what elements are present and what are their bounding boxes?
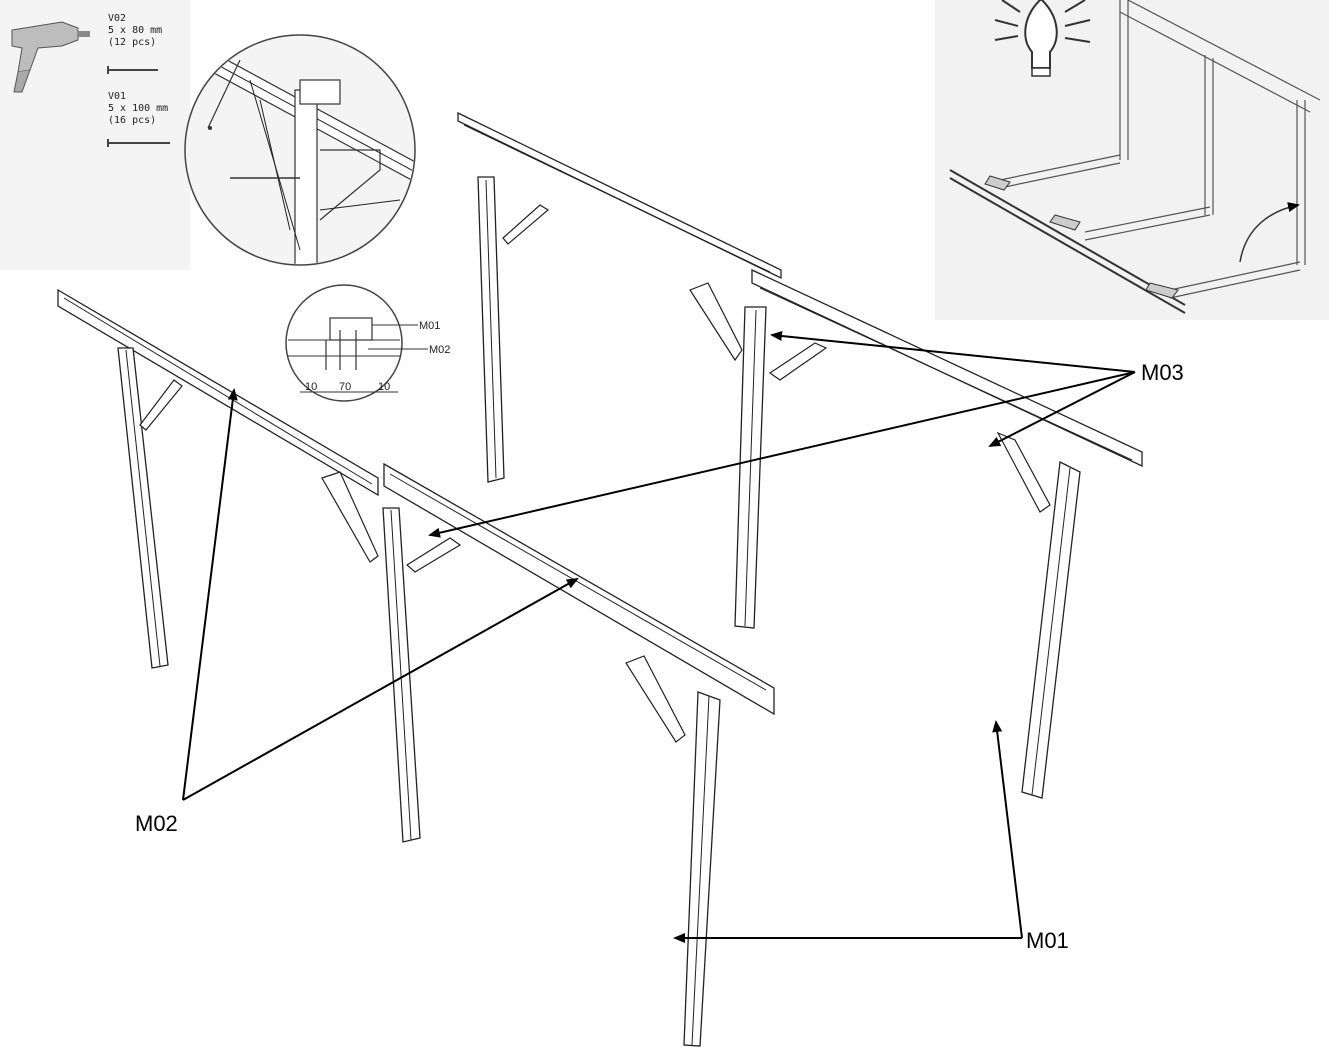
post-left — [117, 347, 169, 669]
joint-detail-circle — [184, 34, 416, 266]
brace-left — [139, 379, 183, 431]
post-back-left — [477, 176, 505, 483]
lightbulb-icon — [994, 0, 1091, 77]
detail-label-m02: M02 — [429, 344, 450, 356]
screw-size-v01: 5 x 100 mm — [108, 103, 168, 114]
beam-back-m02 — [457, 111, 782, 280]
screw-qty-v01: (16 pcs) — [108, 115, 156, 126]
dimension-detail-circle: M01 M02 10 70 10 — [285, 284, 450, 402]
dimension-middle: 70 — [339, 381, 351, 393]
tip-panel — [935, 0, 1329, 320]
post-middle — [382, 507, 421, 843]
leaders-m01 — [673, 720, 1023, 943]
label-m02: M02 — [135, 811, 178, 836]
brace-far-right — [996, 431, 1051, 513]
screw-icon — [107, 139, 170, 147]
post-far-right — [1021, 461, 1081, 799]
dimension-right: 10 — [378, 381, 390, 393]
detail-label-m01: M01 — [419, 320, 440, 332]
leaders-m03 — [428, 331, 1136, 538]
screw-code-v02: V02 — [108, 13, 126, 24]
brace-back-right-a — [689, 282, 743, 362]
label-m03: M03 — [1141, 360, 1184, 385]
brace-back-left — [502, 204, 550, 245]
leaders-m02 — [182, 388, 579, 801]
inset-assembly — [949, 0, 1321, 314]
post-front — [683, 691, 721, 1047]
beam-left-m02 — [57, 288, 379, 497]
post-back-right — [734, 306, 767, 629]
screw-qty-v02: (12 pcs) — [108, 37, 156, 48]
beam-right-m02 — [751, 268, 1143, 468]
screw-size-v02: 5 x 80 mm — [108, 25, 162, 36]
brace-middle-b — [405, 537, 462, 573]
dimension-left: 10 — [305, 381, 317, 393]
brace-front — [625, 655, 686, 743]
drill-icon — [11, 21, 90, 93]
screw-icon — [107, 66, 158, 74]
screw-panel: V02 5 x 80 mm (12 pcs) V01 5 x 100 mm (1… — [0, 0, 190, 270]
screw-code-v01: V01 — [108, 91, 126, 102]
brace-back-right-b — [768, 342, 828, 381]
label-m01: M01 — [1026, 928, 1069, 953]
brace-middle-a — [321, 471, 379, 563]
